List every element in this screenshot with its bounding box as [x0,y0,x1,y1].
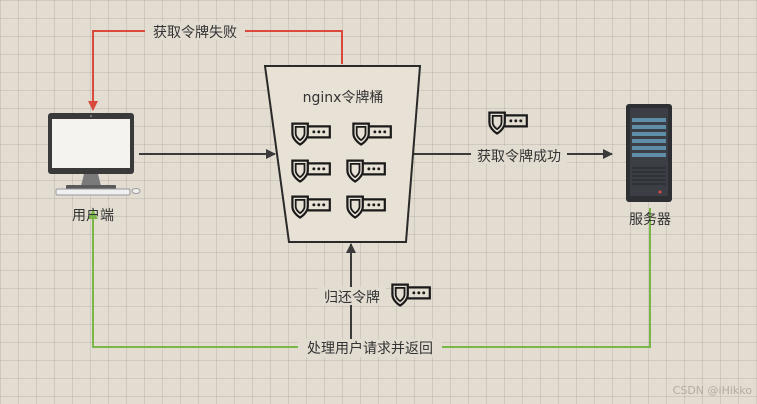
server-rack-icon [626,104,672,202]
client-label: 用户端 [72,207,114,224]
token-success-label: 获取令牌成功 [477,148,561,165]
bucket-title: nginx令牌桶 [303,89,384,106]
token-fail-label: 获取令牌失败 [153,24,237,41]
watermark: CSDN @iHikko [673,384,753,397]
token-bucket [263,65,422,243]
shield-key-icon [488,111,528,135]
process-return-label: 处理用户请求并返回 [307,340,433,357]
server-label: 服务器 [629,212,671,228]
return-token-label: 归还令牌 [324,289,380,306]
shield-key-icon [391,283,431,307]
desktop-computer-icon [48,113,141,196]
